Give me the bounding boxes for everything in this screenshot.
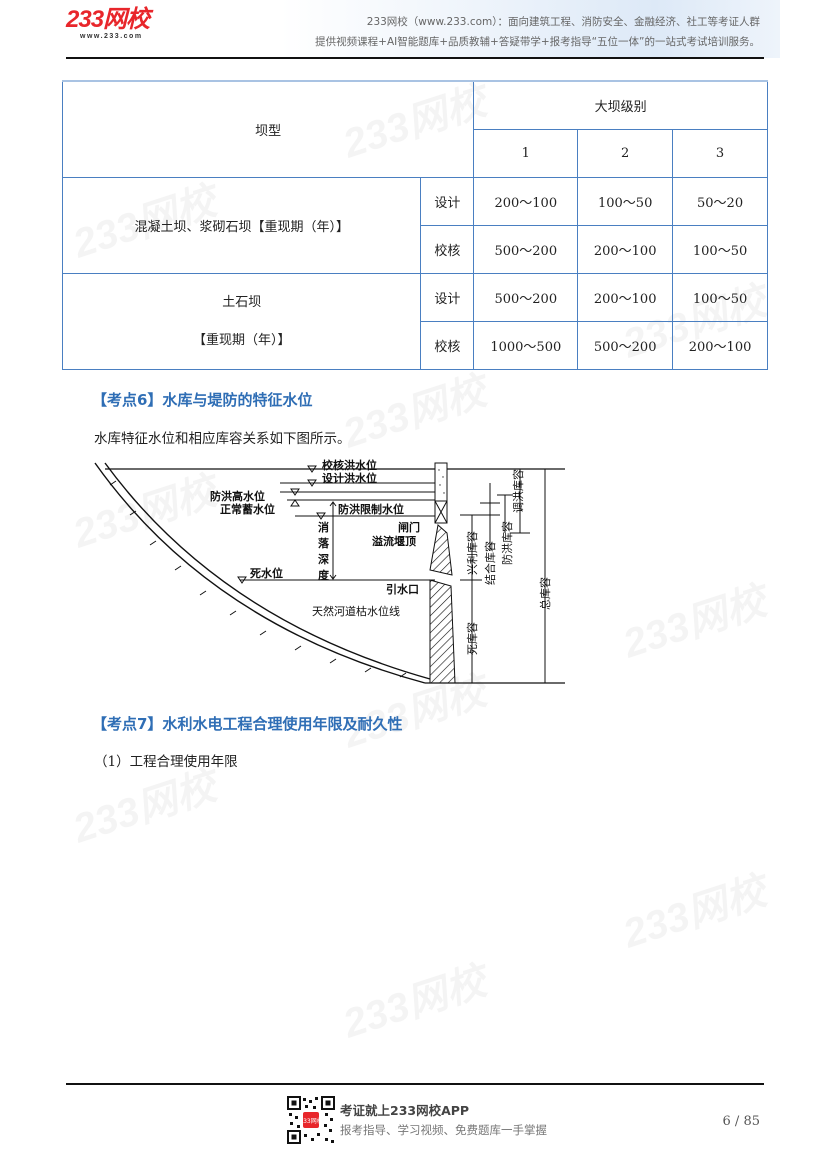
logo-url: www.233.com <box>80 33 143 40</box>
level-2: 2 <box>577 129 674 178</box>
app-promo-title: 考证就上233网校APP <box>340 1103 470 1118</box>
watermark: 233网校 <box>615 569 772 670</box>
section-7-sub-1: （1）工程合理使用年限 <box>94 754 238 770</box>
logo-text: 233网校 <box>66 6 150 33</box>
logo: 233网校 www.233.com <box>66 6 150 41</box>
watermark: 233网校 <box>335 359 492 460</box>
value-cell: 200～100 <box>577 273 674 322</box>
header-tagline: 233网校（www.233.com）：面向建筑工程、消防安全、金融经济、社工等考… <box>315 12 760 52</box>
header-background <box>280 0 780 58</box>
header-divider <box>66 57 764 59</box>
label-drawdown-4: 度 <box>318 568 330 582</box>
reservoir-level-diagram: 校核洪水位 设计洪水位 防洪高水位 正常蓄水位 防洪限制水位 消 落 深 度 死… <box>94 458 565 684</box>
label-total-storage: 总库容 <box>538 577 552 610</box>
value-cell: 100～50 <box>577 177 674 226</box>
label-gate: 闸门 <box>398 520 420 534</box>
value-cell: 200～100 <box>473 177 579 226</box>
watermark: 233网校 <box>335 949 492 1050</box>
label-flood-control-storage: 防洪库容 <box>500 521 514 565</box>
tagline-line-2: 提供视频课程+AI智能题库+品质教辅+答疑带学+报考指导“五位一体”的一站式考试… <box>315 36 760 48</box>
label-normal-storage-level: 正常蓄水位 <box>220 502 275 516</box>
label-check-flood-level: 校核洪水位 <box>322 458 377 472</box>
label-drawdown-2: 落 <box>318 536 330 550</box>
value-cell: 500～200 <box>473 273 579 322</box>
table-row: 混凝土坝、浆砌石坝【重现期（年）】 设计 200～100 100～50 50～2… <box>61 177 768 274</box>
label-dead-storage: 死库容 <box>465 622 479 655</box>
value-cell: 100～50 <box>672 225 768 274</box>
tagline-line-1: 233网校（www.233.com）：面向建筑工程、消防安全、金融经济、社工等考… <box>366 16 760 28</box>
label-natural-low-water: 天然河道枯水位线 <box>312 604 400 618</box>
section-6-heading: 【考点6】水库与堤防的特征水位 <box>92 391 313 409</box>
label-spillway-crest: 溢流堰顶 <box>372 534 416 548</box>
value-cell: 500～200 <box>473 225 579 274</box>
section-7-heading: 【考点7】水利水电工程合理使用年限及耐久性 <box>92 715 403 733</box>
label-beneficial-storage: 兴利库容 <box>465 531 479 575</box>
qr-code-icon: 233网校 <box>287 1096 335 1144</box>
value-cell: 200～100 <box>577 225 674 274</box>
kind-cell: 设计 <box>420 177 475 226</box>
dam-type-cell: 混凝土坝、浆砌石坝【重现期（年）】 <box>61 177 422 274</box>
qr-badge: 233网校 <box>299 1117 322 1125</box>
header-dam-level: 大坝级别 <box>473 80 768 130</box>
watermark: 233网校 <box>615 859 772 960</box>
section-6-intro: 水库特征水位和相应库容关系如下图所示。 <box>94 431 351 447</box>
level-1: 1 <box>473 129 579 178</box>
table-row: 校核 500～200 200～100 100～50 <box>63 225 768 274</box>
app-promo-subtitle: 报考指导、学习视频、免费题库一手掌握 <box>340 1123 547 1137</box>
label-combined-storage: 结合库容 <box>483 541 497 585</box>
label-flood-regulation-storage: 调洪库容 <box>511 469 525 513</box>
dam-type-sublabel: 【重现期（年）】 <box>192 332 291 348</box>
table-row: 土石坝 【重现期（年）】 设计 500～200 200～100 100～50 <box>61 273 768 370</box>
value-cell: 500～200 <box>577 321 674 370</box>
label-design-flood-level: 设计洪水位 <box>322 471 377 485</box>
kind-cell: 校核 <box>420 225 475 274</box>
flood-standard-table: 坝型 大坝级别 1 2 3 混凝土坝、浆砌石坝【重现期（年）】 设计 200～1… <box>61 80 768 370</box>
kind-cell: 校核 <box>420 321 475 370</box>
label-flood-limit-level: 防洪限制水位 <box>338 502 404 516</box>
label-dead-level: 死水位 <box>250 566 283 580</box>
kind-cell: 设计 <box>420 273 475 322</box>
label-drawdown-3: 深 <box>318 552 329 566</box>
table-row: 校核 1000～500 500～200 200～100 <box>63 321 768 370</box>
label-intake: 引水口 <box>386 582 419 596</box>
header-dam-type: 坝型 <box>61 80 475 178</box>
value-cell: 200～100 <box>672 321 768 370</box>
page-number: 6 / 85 <box>722 1114 760 1129</box>
level-3: 3 <box>672 129 768 178</box>
value-cell: 100～50 <box>672 273 768 322</box>
label-flood-high-level: 防洪高水位 <box>210 489 265 503</box>
value-cell: 1000～500 <box>473 321 579 370</box>
label-drawdown-1: 消 <box>318 520 329 534</box>
dam-type-label: 混凝土坝、浆砌石坝【重现期（年）】 <box>134 220 349 235</box>
dam-type-cell: 土石坝 【重现期（年）】 <box>61 273 422 370</box>
dam-type-label: 土石坝 <box>222 294 262 310</box>
value-cell: 50～20 <box>672 177 768 226</box>
footer-divider <box>66 1083 764 1085</box>
